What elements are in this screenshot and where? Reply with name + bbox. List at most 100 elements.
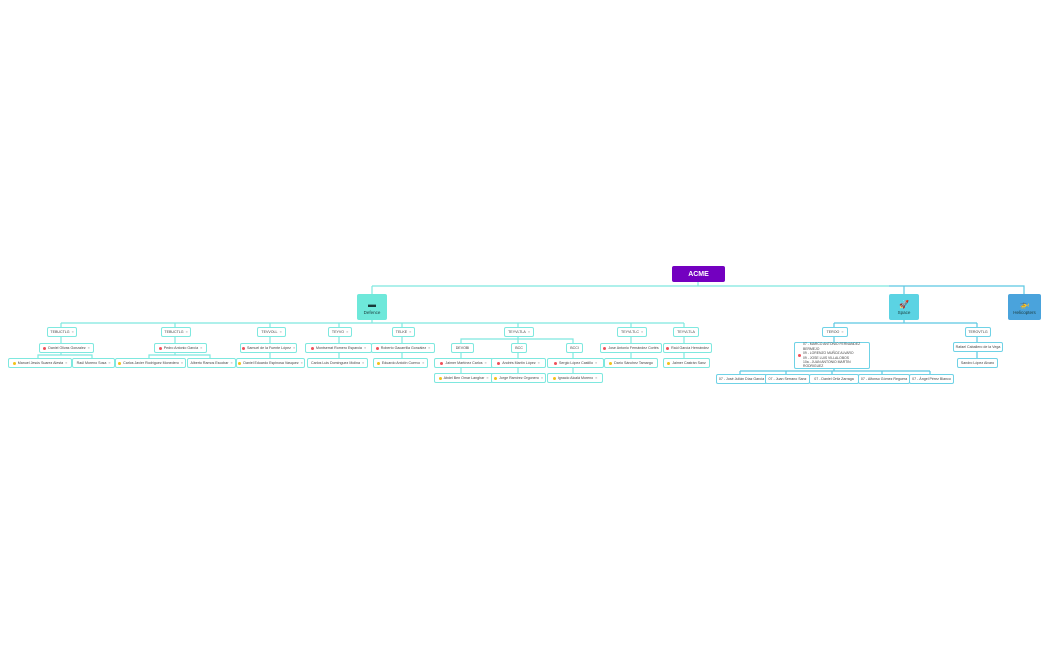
member-node[interactable]: Carlos Luis Domínguez Molina≡ xyxy=(307,358,368,368)
unit-node[interactable]: TELKE≡ xyxy=(392,327,415,337)
category-space[interactable]: 🚀Space xyxy=(889,294,919,320)
priority-icon xyxy=(118,361,122,365)
group-line: 07 - MARCO ANTONIO FERNANDEZ xyxy=(803,342,861,347)
node-label: Carlos Luis Domínguez Molina xyxy=(311,361,360,365)
unit-node[interactable]: TEROO≡ xyxy=(822,327,848,337)
group-lines: 07 - MARCO ANTONIO FERNANDEZ BERMEJO 09 … xyxy=(803,342,869,368)
rocket-icon: 🚀 xyxy=(899,299,909,309)
node-label: Montserrat Romero Esparcia xyxy=(316,346,362,350)
node-label: TEROVTLG xyxy=(968,330,988,334)
priority-icon xyxy=(609,361,613,365)
leader-node[interactable]: Montserrat Romero Esparcia≡ xyxy=(305,343,372,353)
priority-icon xyxy=(438,376,442,380)
node-label: Sergio López Castillo xyxy=(558,361,593,365)
priority-icon xyxy=(242,346,245,350)
priority-icon xyxy=(376,361,380,365)
leader-node[interactable]: Samuel de la Fuente López≡ xyxy=(240,343,297,353)
member-node[interactable]: Carlos Javier Rodríguez Monedero≡ xyxy=(115,358,186,368)
category-label: Helicopters xyxy=(1013,309,1036,315)
category-label: Space xyxy=(897,309,911,315)
priority-icon xyxy=(798,354,801,357)
group-line: 10a - JUAN ANTONIO MARTIN RODRIGUEZ xyxy=(803,359,851,369)
note-icon: ≡ xyxy=(346,330,349,334)
member-node[interactable]: Darío Sánchez Tamargo xyxy=(604,358,658,368)
priority-icon xyxy=(666,346,670,350)
member-node[interactable]: 07 - José Julián Díaz García xyxy=(716,374,767,384)
unit-node[interactable]: TEVVOLL≡ xyxy=(257,327,286,337)
leader-node[interactable]: BCCI xyxy=(566,343,583,353)
unit-node[interactable]: TEBUCTLG≡ xyxy=(47,327,77,337)
unit-node[interactable]: TEYVO≡ xyxy=(328,327,352,337)
leader-node[interactable]: Roberto Gacarrilla González≡ xyxy=(371,343,435,353)
leader-group-node[interactable]: 07 - MARCO ANTONIO FERNANDEZ BERMEJO 09 … xyxy=(794,342,870,369)
sub-member-node[interactable]: Ignacio Alcalá Moreno≡ xyxy=(547,373,603,383)
priority-icon xyxy=(603,346,607,350)
member-node[interactable]: Andrés Martín López≡ xyxy=(491,358,546,368)
priority-icon xyxy=(553,361,557,365)
unit-node[interactable]: TEYVLTLA≡ xyxy=(504,327,534,337)
group-line: 09 - JOSE LUIS VILLALOBOS xyxy=(803,355,849,360)
note-icon: ≡ xyxy=(595,376,598,380)
member-node[interactable]: Jaimer Castrán Sanz xyxy=(663,358,710,368)
member-node[interactable]: 07 - Juan Serrano Sanz xyxy=(765,374,810,384)
unit-node[interactable]: TEYVLTLA xyxy=(673,327,699,337)
member-node[interactable]: 07 - Daniel Ortiz Zarraga xyxy=(809,374,859,384)
member-node[interactable]: Jaimer Martínez Carlos≡ xyxy=(434,358,493,368)
priority-icon xyxy=(12,361,16,365)
member-node[interactable]: Raúl Moreno Sosa≡ xyxy=(72,358,115,368)
node-label: Rafael Caballero de la Vega xyxy=(955,345,1001,349)
member-node[interactable]: Alberto Ramos Escobar≡ xyxy=(187,358,236,368)
leader-node[interactable]: Raúl García Hernández xyxy=(663,343,712,353)
note-icon: ≡ xyxy=(540,376,543,380)
node-label: TEYVLTLC xyxy=(621,330,639,334)
node-label: Jaimer Castrán Sanz xyxy=(672,361,706,365)
node-label: 07 - José Julián Díaz García xyxy=(718,377,765,381)
priority-icon xyxy=(494,376,498,380)
tank-icon: ▬ xyxy=(368,299,376,309)
member-node[interactable]: Manuel Jesús Suarez Alesta≡ xyxy=(8,358,72,368)
unit-node[interactable]: TEBUCTLG≡ xyxy=(161,327,191,337)
member-node[interactable]: Sergio López Castillo≡ xyxy=(547,358,604,368)
node-label: 07 - Alfonso Gómez Reguera xyxy=(860,377,908,381)
leader-node[interactable]: DEVOBI xyxy=(451,343,474,353)
note-icon: ≡ xyxy=(71,330,74,334)
unit-node[interactable]: TEYVLTLC≡ xyxy=(617,327,647,337)
helicopter-icon: 🚁 xyxy=(1019,299,1030,309)
leader-node[interactable]: Rafael Caballero de la Vega xyxy=(953,342,1003,352)
member-node[interactable]: Eduardo Antolín Cuervo≡ xyxy=(373,358,428,368)
node-label: Pedro Antonio García xyxy=(163,346,199,350)
node-label: BCCI xyxy=(570,346,579,350)
node-label: Raúl Moreno Sosa xyxy=(76,361,107,365)
node-label: Samuel de la Fuente López xyxy=(247,346,291,350)
node-label: Jaimer Martínez Carlos xyxy=(445,361,483,365)
priority-icon xyxy=(311,346,314,350)
leader-node[interactable]: Jose Antonio Fernández Cortés xyxy=(600,343,662,353)
node-label: TEYVO xyxy=(331,330,345,334)
node-label: Ignacio Alcalá Moreno xyxy=(557,376,594,380)
sub-member-node[interactable]: Jorge Ramírez Orgonero≡ xyxy=(491,373,546,383)
node-label: Sandro López Alvaro xyxy=(960,361,995,365)
node-label: BCC xyxy=(515,346,523,350)
note-icon: ≡ xyxy=(527,330,530,334)
note-icon: ≡ xyxy=(361,361,364,365)
member-node[interactable]: 07 - Ángel Pérez Blanco xyxy=(909,374,954,384)
leader-node[interactable]: Pedro Antonio García≡ xyxy=(154,343,207,353)
node-label: Daniel Olivas Gonzalez xyxy=(48,346,86,350)
member-node[interactable]: Daniel Eduardo Espinosa Vasquez≡ xyxy=(236,358,305,368)
sub-member-node[interactable]: Abdel Ben Omar Langhar≡ xyxy=(434,373,493,383)
node-label: TEYVLTLA xyxy=(508,330,526,334)
priority-icon xyxy=(375,346,379,350)
unit-node[interactable]: TEROVTLG xyxy=(965,327,991,337)
leader-node[interactable]: BCC xyxy=(511,343,527,353)
member-node[interactable]: 07 - Alfonso Gómez Reguera xyxy=(858,374,910,384)
node-label: Darío Sánchez Tamargo xyxy=(614,361,653,365)
root-node-acme[interactable]: ACME xyxy=(672,266,725,282)
note-icon: ≡ xyxy=(409,330,412,334)
member-node[interactable]: Sandro López Alvaro xyxy=(957,358,998,368)
category-defence[interactable]: ▬Defence xyxy=(357,294,387,320)
note-icon: ≡ xyxy=(108,361,111,365)
priority-icon xyxy=(552,376,556,380)
note-icon: ≡ xyxy=(428,346,431,350)
category-helicopters[interactable]: 🚁Helicopters xyxy=(1008,294,1041,320)
leader-node[interactable]: Daniel Olivas Gonzalez≡ xyxy=(39,343,94,353)
